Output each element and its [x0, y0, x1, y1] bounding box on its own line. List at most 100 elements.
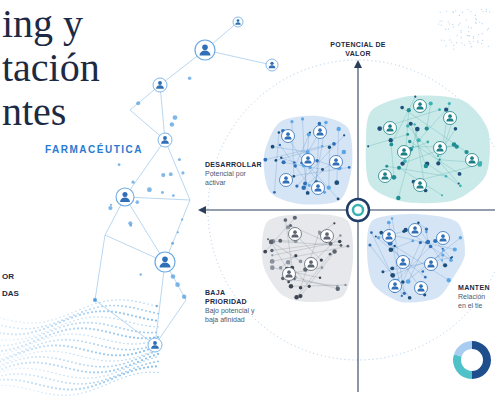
particle-dot — [1, 325, 3, 327]
particle-dot — [15, 350, 16, 351]
particle-dot — [69, 339, 71, 341]
particle-dot — [59, 374, 60, 375]
particle-dot — [9, 355, 11, 357]
particle-dot — [101, 345, 103, 347]
data-dot — [293, 216, 297, 220]
particle-dot — [75, 388, 77, 390]
particle-dot — [37, 327, 39, 329]
person-icon — [158, 133, 172, 147]
network-dot — [161, 191, 164, 194]
particle-dot — [75, 315, 77, 317]
data-dot — [479, 161, 483, 165]
network-dot — [118, 163, 121, 166]
particle-dot — [45, 362, 47, 364]
icon-ring — [233, 17, 243, 27]
particle-dot — [5, 366, 7, 368]
data-dot — [299, 286, 303, 290]
data-dot — [417, 138, 421, 142]
particle-dot — [101, 386, 102, 387]
particle-dot — [35, 336, 37, 338]
particle-dot — [77, 369, 79, 371]
icon-ring — [153, 78, 167, 92]
data-dot — [396, 196, 400, 200]
particle-dot — [47, 386, 49, 388]
particle-dot — [21, 350, 23, 352]
segment-heading: MANTEN — [458, 283, 493, 292]
particle-dot — [482, 23, 483, 24]
data-dot — [451, 256, 453, 258]
particle-dot — [141, 309, 143, 311]
particle-dot — [81, 383, 83, 385]
particle-dot — [133, 307, 135, 309]
particle-dot — [141, 355, 142, 356]
particle-dot — [45, 393, 46, 394]
icon-ring — [283, 268, 296, 281]
particle-dot — [125, 366, 127, 368]
particle-dot — [77, 355, 78, 356]
particle-dot — [9, 326, 11, 328]
particle-dot — [81, 392, 82, 393]
particle-dot — [71, 346, 73, 348]
particle-dot — [151, 358, 152, 359]
particle-dot — [83, 313, 85, 315]
data-dot — [278, 131, 281, 134]
particle-dot — [149, 362, 151, 364]
particle-dot — [47, 331, 49, 333]
particle-dot — [47, 356, 49, 358]
particle-dot — [101, 371, 103, 373]
particle-dot — [73, 328, 75, 330]
particle-dot — [473, 38, 474, 39]
particle-dot — [85, 357, 86, 358]
particle-dot — [31, 343, 32, 344]
data-dot — [421, 270, 424, 273]
particle-dot — [57, 339, 59, 341]
particle-dot — [129, 375, 130, 376]
icon-head — [306, 156, 310, 160]
particle-dot — [35, 322, 36, 323]
person-icon — [282, 130, 295, 143]
particle-dot — [466, 19, 467, 20]
data-dot — [408, 296, 412, 300]
particle-dot — [137, 323, 138, 324]
icon-ring — [312, 182, 325, 195]
particle-dot — [139, 362, 140, 363]
data-dot — [411, 240, 414, 243]
data-dot — [290, 120, 293, 123]
particle-dot — [119, 342, 120, 343]
network-dot — [139, 273, 142, 276]
particle-dot — [5, 374, 7, 376]
data-dot — [401, 280, 405, 284]
particle-dot — [85, 371, 87, 373]
particle-dot — [0, 361, 1, 363]
data-dot — [377, 126, 382, 131]
network-line — [125, 197, 190, 200]
particle-dot — [95, 303, 96, 304]
particle-dot — [135, 315, 137, 317]
icon-head — [441, 234, 445, 238]
particle-dot — [33, 327, 35, 329]
particle-dot — [21, 362, 23, 364]
particle-dot — [460, 30, 461, 31]
particle-dot — [1, 375, 3, 377]
particle-dot — [121, 360, 122, 361]
particle-dot — [59, 388, 61, 390]
particle-dot — [69, 328, 71, 330]
particle-dot — [153, 326, 154, 327]
particle-dot — [133, 349, 135, 351]
data-dot — [426, 240, 430, 244]
particle-dot — [47, 337, 48, 338]
link-line — [285, 220, 292, 268]
particle-dot — [11, 333, 13, 335]
person-icon — [414, 179, 427, 192]
data-dot — [459, 184, 462, 187]
particle-dot — [73, 354, 74, 355]
particle-dot — [27, 345, 28, 346]
particle-dot — [51, 325, 53, 327]
particle-dot — [67, 324, 69, 326]
particle-dot — [157, 361, 159, 363]
particle-dot — [438, 24, 439, 25]
icon-ring — [266, 59, 278, 71]
particle-dot — [109, 382, 110, 383]
network-dot — [93, 298, 97, 302]
